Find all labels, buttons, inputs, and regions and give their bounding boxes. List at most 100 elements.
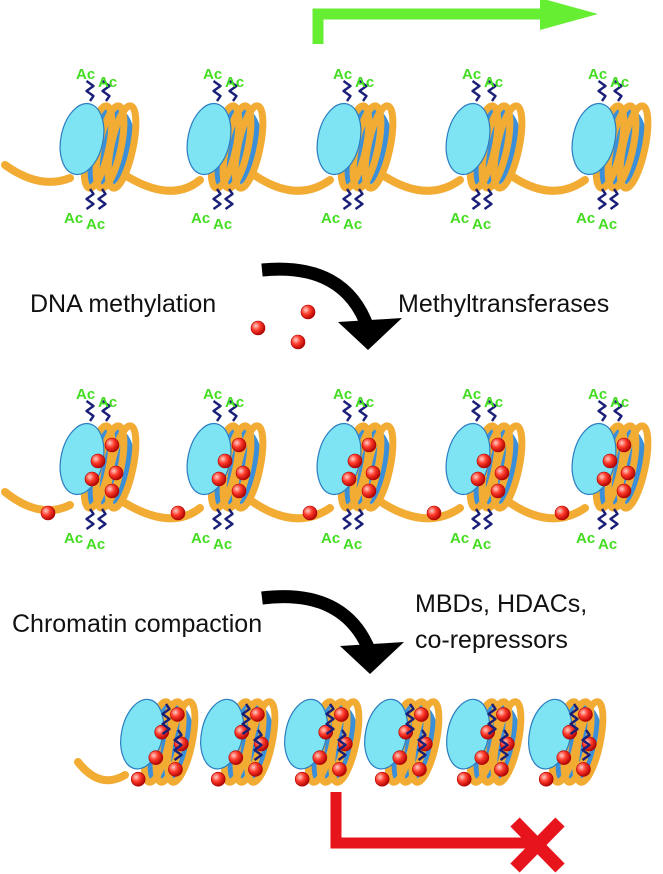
acetyl-mark: Ac [588,386,607,403]
histone-tail-icon [342,508,352,530]
acetyl-mark: Ac [343,536,362,553]
dna-wrap-icon [244,698,279,786]
histone-tail-icon [212,508,222,530]
nucleosome-icon [364,698,443,787]
methyl-group-icon [250,707,265,722]
transcription-blocked-arrow-icon [330,792,565,873]
histone-tail-icon [224,508,234,530]
dna-strand-icon [1,488,589,523]
methyl-group-icon [347,453,363,469]
methyl-group-icon [361,483,377,499]
compaction-label: Chromatin compaction [12,610,262,638]
histone-tail-icon [85,400,95,422]
histone-tail-icon [173,729,183,761]
histone-face-icon [571,102,617,176]
histone-tail-icon [101,400,111,422]
histone-tail-icon [101,80,111,102]
methyl-group-icon [490,483,506,499]
methyl-group-icon [562,724,578,740]
dna-wrap-icon [490,102,526,192]
acetyl-mark: Ac [598,216,617,233]
histone-tail-icon [354,508,364,530]
methyl-group-icon [250,320,266,336]
compaction-step: Chromatin compaction MBDs, HDACs, co-rep… [12,590,587,674]
methyl-group-icon [470,471,486,487]
histone-tail-icon [224,188,234,210]
methylation-step: DNA methylation Methyltransferases [30,262,609,350]
acetyl-mark: Ac [86,536,105,553]
process-arrow-head-icon [340,642,404,674]
histone-tail-icon [161,703,171,735]
histone-face-icon [186,102,232,176]
acetyl-mark: Ac [191,210,210,227]
transcription-active-arrow-icon [312,0,598,44]
histone-tail-icon [569,703,579,735]
methyl-group-icon [312,750,328,765]
process-arrow-icon [261,590,377,655]
acetyl-mark: Ac [484,74,503,91]
histone-tail-icon [358,80,368,102]
methyl-group-icon [374,771,390,787]
dna-wrap-icon [164,698,199,786]
nucleosome-icon [528,698,607,787]
methyl-group-icon [104,437,120,453]
methyl-group-icon [480,724,496,740]
acetyl-mark: Ac [213,216,232,233]
acetyl-mark: Ac [203,66,222,83]
histone-tail-icon [483,508,493,530]
dna-strand-icon [1,161,589,195]
methyl-group-icon [494,762,509,777]
acetyl-mark: Ac [86,216,105,233]
methyl-group-icon [235,465,251,481]
dna-wrap-icon [104,102,140,192]
acetyl-mark: Ac [588,66,607,83]
acetyl-mark: Ac [343,216,362,233]
acetyl-mark: Ac [98,394,117,411]
histone-tail-icon [97,508,107,530]
dna-wrap-icon [231,422,267,512]
acetyl-mark: Ac [355,74,374,91]
methyl-group-icon [170,707,185,722]
histone-tail-icon [97,188,107,210]
histone-tail-icon [613,80,623,102]
methyl-group-icon [108,465,124,481]
methyl-group-icon [474,750,490,765]
histone-tail-icon [609,188,619,210]
process-arrow-head-icon [338,318,402,350]
methyl-group-icon [490,437,506,453]
methyltransferases-label: Methyltransferases [398,290,609,318]
acetyl-mark: Ac [462,66,481,83]
methyl-group-icon [231,483,247,499]
histone-tail-icon [253,729,263,761]
dna-wrap-icon [616,102,652,192]
methyl-group-icon [365,465,381,481]
acetyl-mark: Ac [98,74,117,91]
methyl-group-icon [616,483,632,499]
dna-wrap-icon [361,102,397,192]
dna-wrap-icon [572,698,607,786]
block-x-icon [510,817,565,873]
acetyl-mark: Ac [76,66,95,83]
methyl-group-icon [496,707,511,722]
dna-wrap-icon [231,102,267,192]
acetyl-mark: Ac [203,386,222,403]
repressors-label-line1: MBDs, HDACs, [415,590,587,618]
free-methyl-groups [250,304,316,350]
acetyl-mark: Ac [355,394,374,411]
methyl-group-icon [556,750,572,765]
methyl-group-icon [620,465,636,481]
methyl-group-icon [148,750,164,765]
methyl-group-icon [456,771,472,787]
histone-tail-icon [85,188,95,210]
methyl-group-icon [231,437,247,453]
methyl-group-icon [228,750,244,765]
methyl-group-icon [341,471,357,487]
histone-tail-icon [85,508,95,530]
methyl-group-icon [294,771,310,787]
acetyl-mark: Ac [333,386,352,403]
histone-tail-icon [597,400,607,422]
